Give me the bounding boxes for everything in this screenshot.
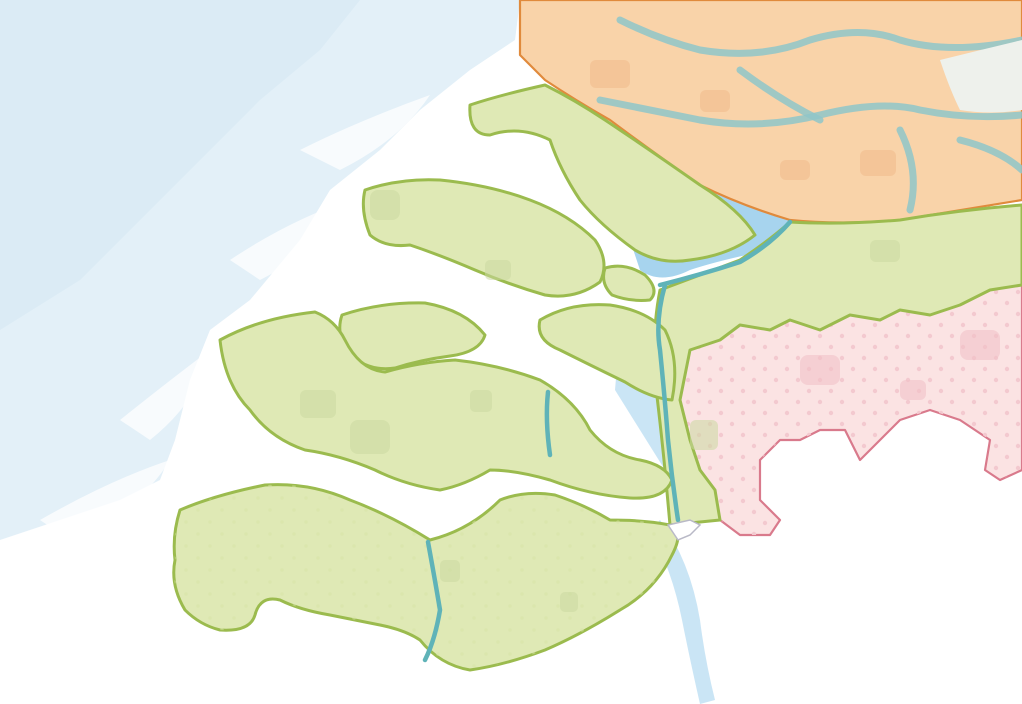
town-area: [700, 90, 730, 112]
border-marker: [666, 519, 702, 541]
canal: [422, 539, 443, 663]
town-area: [470, 390, 492, 412]
neighbour-region: [940, 40, 1022, 113]
town-area: [350, 420, 390, 454]
town-area: [560, 592, 578, 612]
town-area: [780, 160, 810, 180]
town-area: [485, 260, 511, 280]
town-area: [960, 330, 1000, 360]
region-schouwen-duiveland[interactable]: [361, 178, 606, 298]
region-west-brabant-strip[interactable]: [652, 203, 1022, 527]
sand-shoal: [120, 350, 210, 440]
region-goeree-overflakkee[interactable]: [468, 83, 757, 263]
canal: [544, 389, 553, 458]
canal: [656, 282, 681, 523]
canal: [657, 219, 793, 288]
province-zuid-holland[interactable]: [518, 0, 1022, 224]
town-area: [370, 190, 400, 220]
zuid-holland-river: [896, 126, 917, 214]
town-area: [870, 240, 900, 262]
town-area: [300, 390, 336, 418]
zuid-holland-river: [736, 66, 824, 124]
town-area: [800, 355, 840, 385]
province-zeeland[interactable]: [172, 83, 1022, 672]
town-area: [860, 150, 896, 176]
region-sint-philipsland[interactable]: [537, 303, 677, 402]
zuid-holland-river: [596, 96, 1022, 128]
estuary-water: [650, 520, 715, 704]
town-area: [900, 380, 926, 400]
north-sea-offshore: [0, 0, 360, 330]
zuid-holland-river: [616, 16, 1022, 57]
town-area: [690, 420, 718, 450]
town-area: [440, 560, 460, 582]
sand-shoal: [230, 200, 350, 280]
sand-shoal: [300, 95, 430, 170]
town-area: [590, 60, 630, 88]
zuid-holland-river: [956, 136, 1022, 174]
region-tholen[interactable]: [602, 264, 656, 302]
sand-shoal: [40, 460, 170, 540]
